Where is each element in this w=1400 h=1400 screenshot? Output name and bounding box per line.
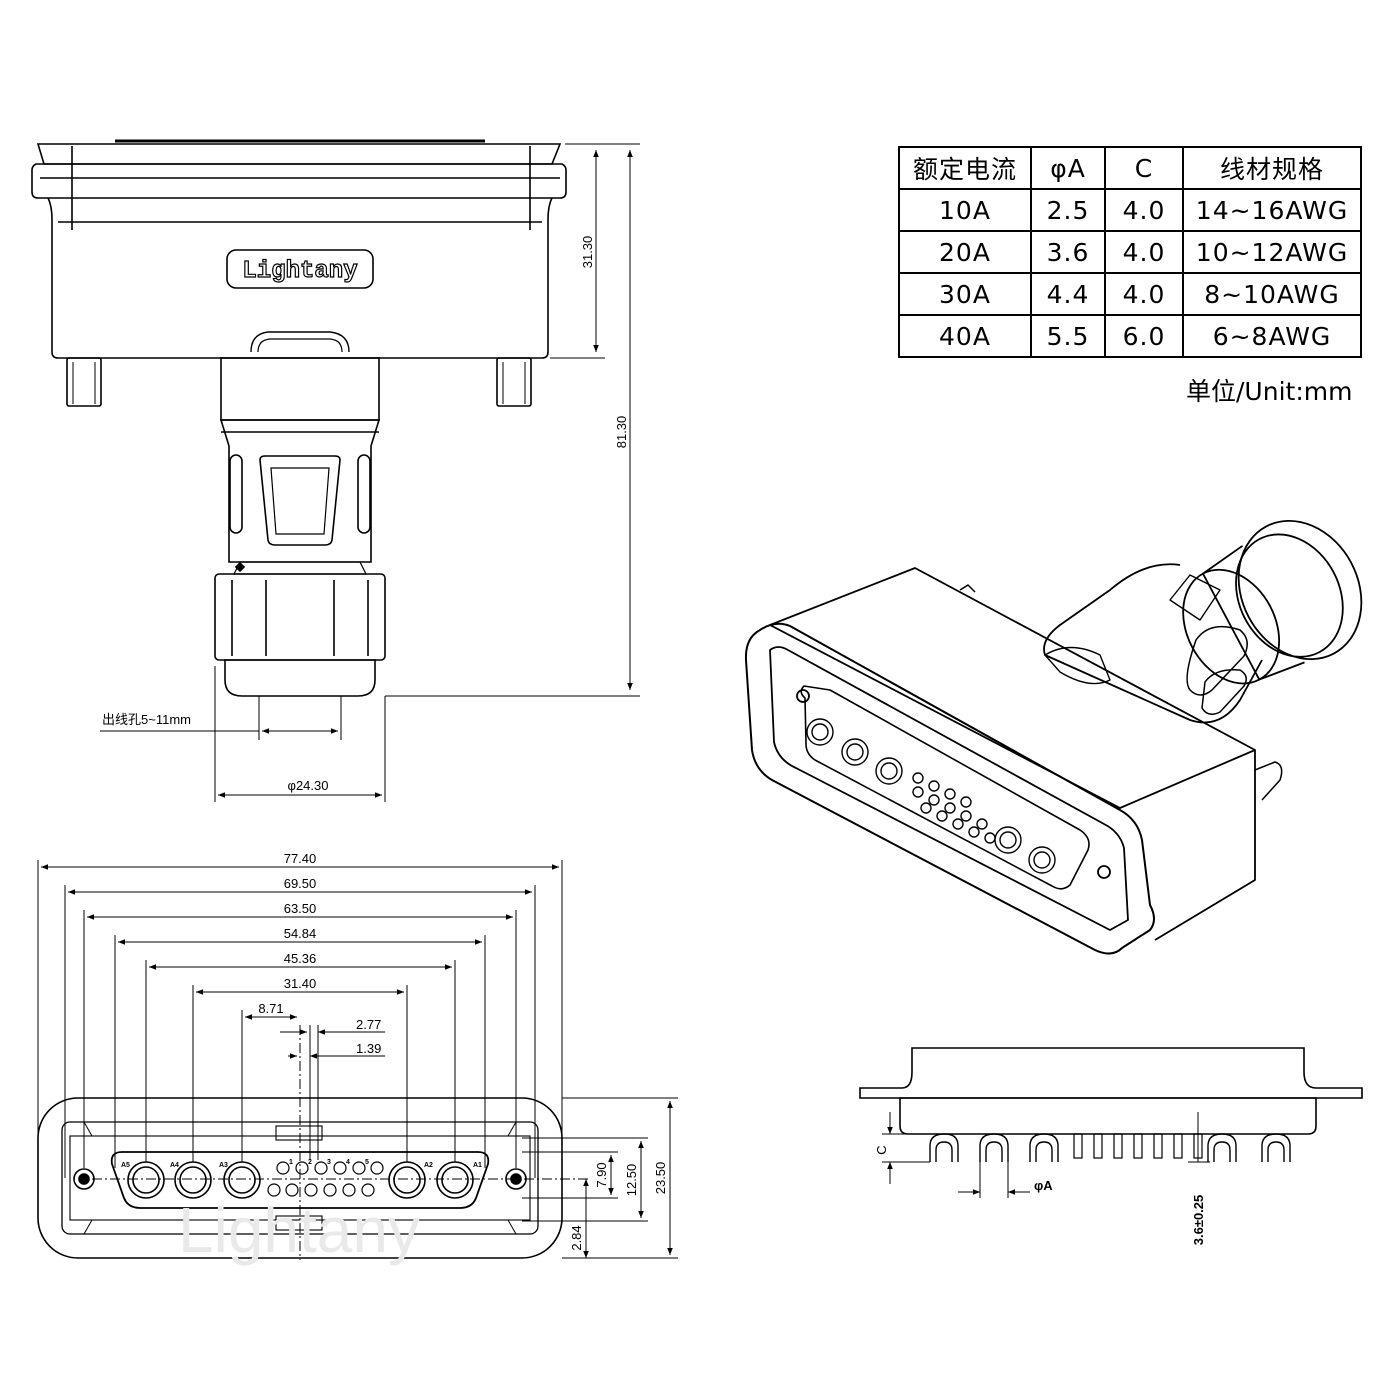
profile-view — [859, 1047, 1363, 1162]
header-phi-a: φA — [1030, 146, 1106, 190]
front-view-dimensions — [37, 860, 678, 1260]
side-view-flange — [36, 143, 562, 165]
svg-text:3: 3 — [327, 1159, 331, 1166]
spec-table-header-row: 额定电流 φA C 线材规格 — [898, 146, 1362, 190]
svg-text:69.50: 69.50 — [284, 876, 317, 891]
svg-text:8.71: 8.71 — [258, 1001, 283, 1016]
dim-total-height: 81.30 — [614, 416, 629, 449]
svg-text:3.6±0.25: 3.6±0.25 — [1191, 1195, 1206, 1246]
front-dim-labels: 77.40 69.50 63.50 54.84 45.36 31.40 8.71… — [258, 851, 668, 1251]
unit-label: 单位/Unit:mm — [1186, 377, 1353, 406]
side-view-dimensions — [100, 143, 640, 802]
gland-neck — [220, 357, 380, 421]
table-row: 40A 5.5 6.0 6~8AWG — [898, 314, 1362, 358]
svg-text:23.50: 23.50 — [653, 1162, 668, 1195]
header-rated-current: 额定电流 — [898, 146, 1032, 190]
table-cell: 30A — [898, 272, 1032, 316]
svg-text:77.40: 77.40 — [284, 851, 317, 866]
table-row: 10A 2.5 4.0 14~16AWG — [898, 188, 1362, 232]
svg-text:1.39: 1.39 — [356, 1041, 381, 1056]
svg-text:2.77: 2.77 — [356, 1017, 381, 1032]
svg-text:31.40: 31.40 — [284, 976, 317, 991]
profile-dim-labels: C φA 3.6±0.25 — [874, 1145, 1206, 1245]
svg-text:A4: A4 — [170, 1162, 179, 1169]
table-cell: 4.0 — [1104, 188, 1184, 232]
svg-text:A5: A5 — [121, 1162, 130, 1169]
brand-logo-frame — [226, 249, 374, 289]
profile-view-dimensions — [882, 1112, 1210, 1198]
svg-text:A1: A1 — [473, 1162, 482, 1169]
left-pin-stud — [66, 357, 102, 407]
svg-text:C: C — [874, 1145, 889, 1154]
table-cell: 4.0 — [1104, 272, 1184, 316]
dim-diameter: φ24.30 — [288, 778, 329, 793]
gland-cap — [224, 659, 376, 697]
table-cell: 6.0 — [1104, 314, 1184, 358]
spec-table: 额定电流 φA C 线材规格 10A 2.5 4.0 14~16AWG 20A … — [898, 146, 1362, 358]
table-cell: 40A — [898, 314, 1032, 358]
svg-text:7.90: 7.90 — [594, 1162, 609, 1187]
gland-nut — [214, 573, 386, 661]
watermark: Lightany — [178, 1194, 420, 1266]
gland-body — [219, 419, 381, 563]
svg-text:1: 1 — [289, 1159, 293, 1166]
svg-text:12.50: 12.50 — [624, 1164, 639, 1197]
cable-hole-label: 出线孔5~11mm — [102, 712, 191, 727]
pin-labels: A5 A4 A3 1 2 3 4 5 A2 A1 — [121, 1159, 482, 1169]
svg-text:63.50: 63.50 — [284, 901, 317, 916]
table-cell: 2.5 — [1030, 188, 1106, 232]
table-cell: 4.0 — [1104, 230, 1184, 274]
table-cell: 14~16AWG — [1182, 188, 1362, 232]
svg-text:54.84: 54.84 — [284, 926, 317, 941]
side-view — [31, 139, 567, 697]
dim-body-height: 31.30 — [580, 236, 595, 269]
svg-text:φA: φA — [1034, 1178, 1053, 1193]
header-wire-spec: 线材规格 — [1182, 146, 1362, 190]
right-pin-stud — [496, 357, 532, 407]
table-cell: 6~8AWG — [1182, 314, 1362, 358]
table-cell: 20A — [898, 230, 1032, 274]
table-cell: 3.6 — [1030, 230, 1106, 274]
table-cell: 4.4 — [1030, 272, 1106, 316]
svg-text:45.36: 45.36 — [284, 951, 317, 966]
isometric-view — [744, 519, 1363, 955]
table-row: 20A 3.6 4.0 10~12AWG — [898, 230, 1362, 274]
table-row: 30A 4.4 4.0 8~10AWG — [898, 272, 1362, 316]
table-cell: 5.5 — [1030, 314, 1106, 358]
svg-text:5: 5 — [365, 1159, 369, 1166]
svg-text:4: 4 — [346, 1159, 350, 1166]
table-cell: 8~10AWG — [1182, 272, 1362, 316]
svg-text:2.84: 2.84 — [569, 1225, 584, 1250]
brand-logo: Lightany — [242, 258, 357, 285]
svg-text:2: 2 — [308, 1159, 312, 1166]
header-c: C — [1104, 146, 1184, 190]
table-cell: 10A — [898, 188, 1032, 232]
svg-text:A3: A3 — [219, 1162, 228, 1169]
svg-text:A2: A2 — [424, 1162, 433, 1169]
table-cell: 10~12AWG — [1182, 230, 1362, 274]
